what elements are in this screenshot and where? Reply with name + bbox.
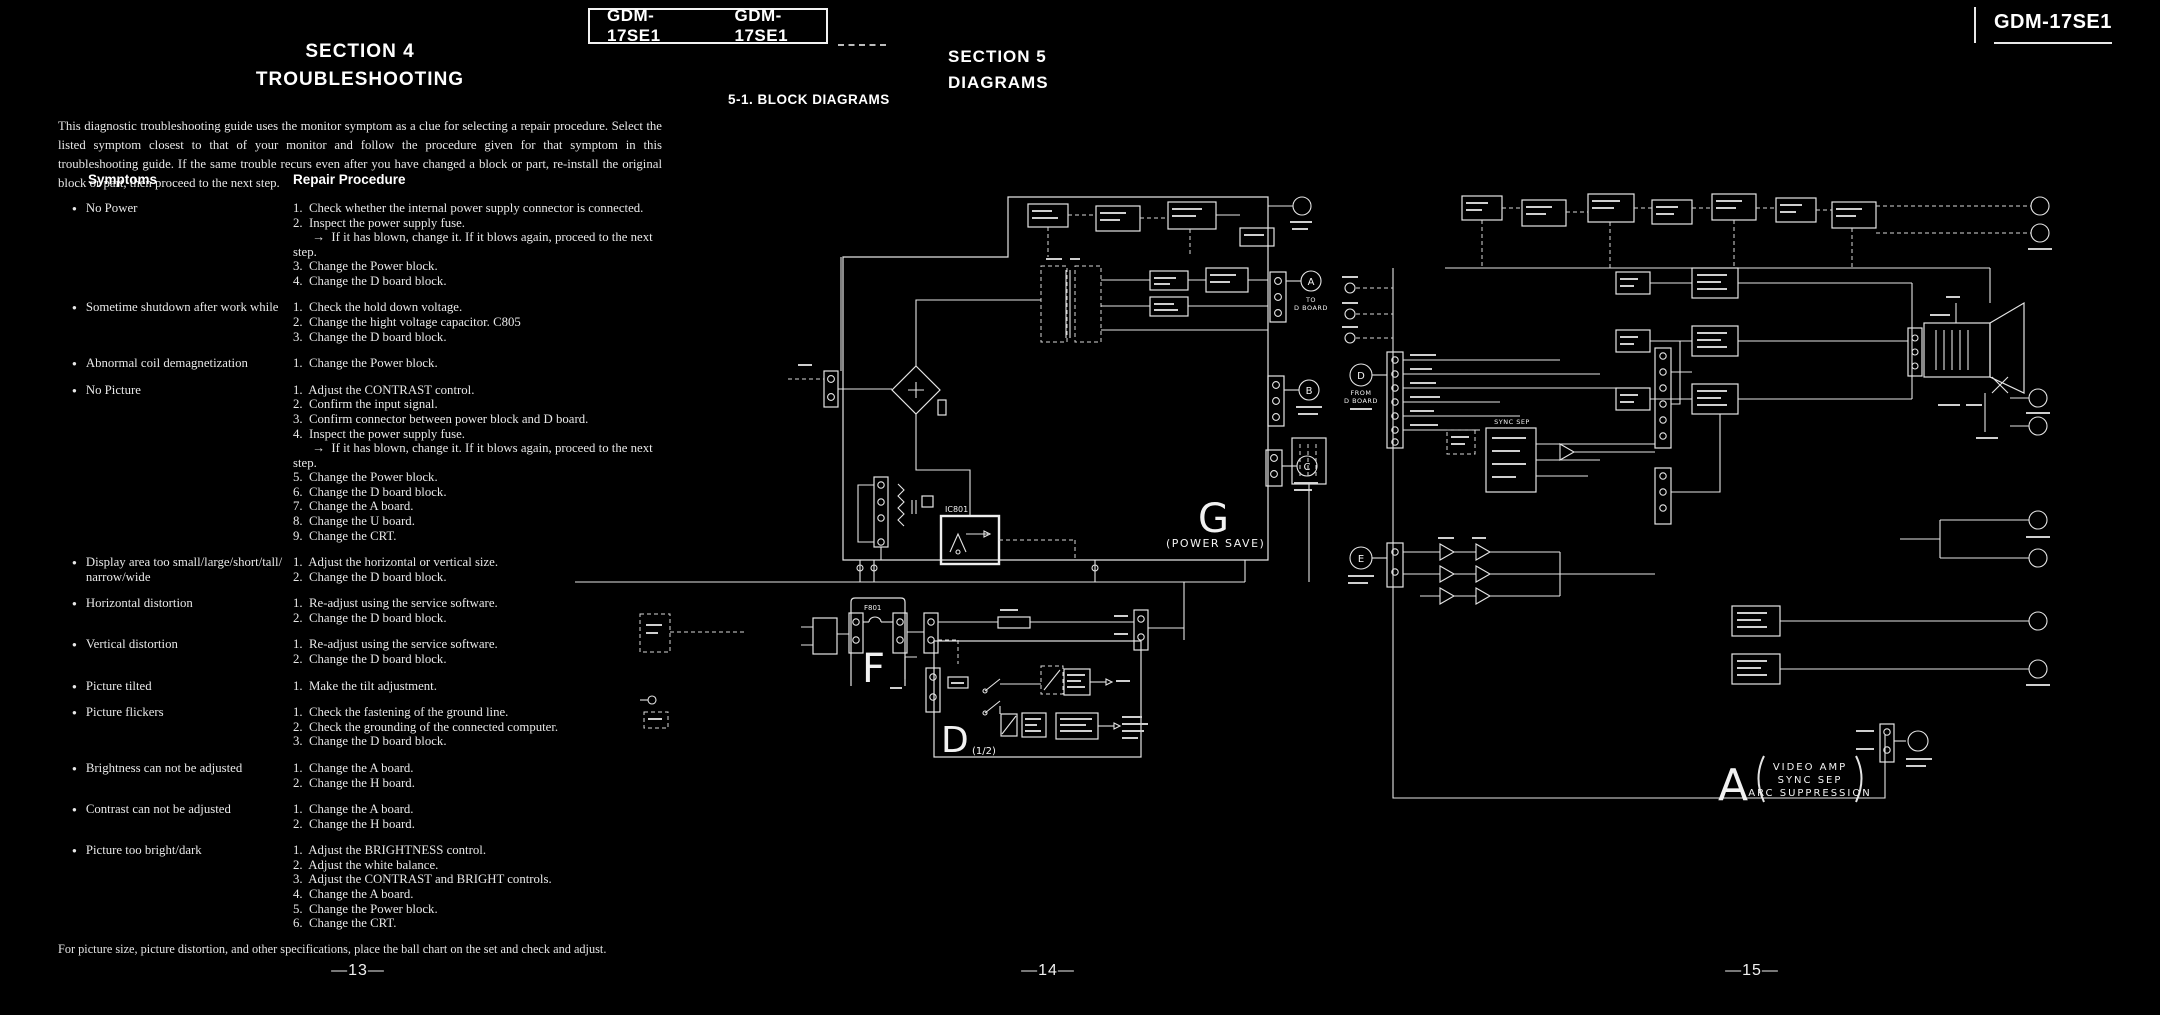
d-block-letter: D bbox=[941, 720, 969, 761]
corner-tick bbox=[1974, 7, 1976, 43]
section4-intro: This diagnostic troubleshooting guide us… bbox=[58, 118, 662, 191]
section4-footnote: For picture size, picture distortion, an… bbox=[58, 942, 607, 957]
symptom: Contrast can not be adjusted bbox=[85, 802, 231, 817]
connector-e: E bbox=[1358, 554, 1364, 565]
model-label: GDM-17SE1 bbox=[607, 6, 661, 45]
table-row: ● Sometime shutdown after work while 1. Ch… bbox=[72, 300, 678, 344]
bullet-icon: ● bbox=[72, 640, 77, 650]
a-block-caption-line2: SYNC SEP bbox=[1778, 775, 1843, 786]
table-row: ● Picture tilted 1. Make the tilt adjustme… bbox=[72, 679, 678, 694]
svg-text:D BOARD: D BOARD bbox=[1344, 397, 1378, 405]
bullet-icon: ● bbox=[72, 805, 77, 815]
repair-steps: 1. Adjust the CONTRAST control. 2. Confi… bbox=[293, 382, 653, 543]
bullet-icon: ● bbox=[72, 204, 77, 213]
symptom: Picture tilted bbox=[85, 678, 152, 693]
table-header: Symptoms Repair Procedure bbox=[72, 172, 678, 187]
symptom: Sometime shutdown after work while bbox=[85, 300, 279, 315]
symptom: Picture too bright/dark bbox=[85, 843, 202, 858]
g-block-caption: (POWER SAVE) bbox=[1166, 537, 1265, 550]
repair-steps: 1. Re-adjust using the service software.… bbox=[293, 637, 498, 667]
symptom: No Power bbox=[85, 201, 138, 215]
symptom: No Picture bbox=[85, 382, 141, 397]
corner-model-label: GDM-17SE1 bbox=[1994, 11, 2112, 33]
table-row: ● Brightness can not be adjusted 1. Change… bbox=[72, 761, 678, 790]
table-row: ● Horizontal distortion 1. Re-adjust using… bbox=[72, 596, 678, 625]
repair-steps: 1. Change the A board. 2. Change the H b… bbox=[293, 760, 415, 790]
symptom: Picture flickers bbox=[85, 705, 164, 720]
symptom: Display area too small/large/short/tall/… bbox=[85, 555, 283, 584]
bullet-icon: ● bbox=[72, 846, 77, 856]
table-row: ● No Power 1. Check whether the internal p… bbox=[72, 201, 678, 288]
section5-title: SECTION 5 DIAGRAMS bbox=[948, 47, 1049, 93]
repair-steps: 1. Check the hold down voltage. 2. Chang… bbox=[293, 300, 521, 344]
repair-steps: 1. Adjust the horizontal or vertical siz… bbox=[293, 555, 499, 584]
a-block-caption-line1: VIDEO AMP bbox=[1773, 762, 1847, 773]
repair-steps: 1. Check whether the internal power supp… bbox=[293, 201, 653, 288]
col-symptoms: Symptoms bbox=[88, 172, 158, 187]
repair-steps: 1. Check the fastening of the ground lin… bbox=[293, 705, 559, 749]
tab-dash-mark bbox=[838, 44, 886, 46]
a-block-caption-line3: ARC SUPPRESSION bbox=[1748, 788, 1871, 799]
page-number-15: —15— bbox=[1725, 962, 1779, 979]
section5-subsection: 5-1. BLOCK DIAGRAMS bbox=[728, 92, 890, 107]
symptom: Brightness can not be adjusted bbox=[85, 760, 243, 775]
bullet-icon: ● bbox=[72, 385, 77, 395]
svg-text:D BOARD: D BOARD bbox=[1294, 304, 1328, 312]
table-row: ● Display area too small/large/short/tall… bbox=[72, 555, 678, 584]
block-diagrams: IC801 G (POWER SAVE) A TO D BOARD B bbox=[575, 193, 2052, 811]
bullet-icon: ● bbox=[72, 558, 77, 568]
f-and-d-block-diagram: F801 F bbox=[639, 597, 1184, 761]
a-block-letter: A bbox=[1718, 760, 1748, 811]
table-row: ● No Picture 1. Adjust the CONTRAST contro… bbox=[72, 383, 678, 543]
section4-title: SECTION 4 TROUBLESHOOTING bbox=[255, 41, 465, 90]
symptom: Horizontal distortion bbox=[85, 596, 193, 611]
connector-b: B bbox=[1306, 386, 1313, 397]
bullet-icon: ● bbox=[72, 359, 77, 369]
ic801-label: IC801 bbox=[945, 505, 968, 514]
repair-steps: 1. Re-adjust using the service software.… bbox=[293, 596, 498, 625]
corner-underline bbox=[1994, 42, 2112, 44]
table-row: ● Vertical distortion 1. Re-adjust using t… bbox=[72, 637, 678, 666]
table-row: ● Picture too bright/dark 1. Adjust the BR… bbox=[72, 843, 678, 930]
model-label: GDM-17SE1 bbox=[734, 6, 789, 45]
sync-sep-label: SYNC SEP bbox=[1494, 418, 1530, 426]
page-number-14: —14— bbox=[1021, 962, 1075, 979]
d-block-suffix: (1/2) bbox=[972, 746, 996, 757]
table-row: ● Abnormal coil demagnetization 1. Change … bbox=[72, 356, 678, 371]
repair-steps: 1. Change the Power block. bbox=[293, 356, 438, 371]
bullet-icon: ● bbox=[72, 681, 77, 691]
connector-c: C bbox=[1304, 462, 1311, 473]
col-repair-procedure: Repair Procedure bbox=[293, 172, 406, 187]
power-block-g-diagram: IC801 G (POWER SAVE) A TO D BOARD B bbox=[575, 196, 1328, 640]
model-tab-box: GDM-17SE1 GDM-17SE1 bbox=[588, 6, 828, 45]
symptom: Abnormal coil demagnetization bbox=[85, 356, 248, 371]
bullet-icon: ● bbox=[72, 708, 77, 718]
repair-steps: 1. Make the tilt adjustment. bbox=[293, 678, 437, 693]
connector-a: A bbox=[1308, 277, 1315, 288]
page-number-13: —13— bbox=[331, 962, 385, 979]
connector-d: D bbox=[1357, 371, 1365, 382]
bullet-icon: ● bbox=[72, 303, 77, 313]
symptom: Vertical distortion bbox=[85, 637, 178, 652]
repair-steps: 1. Change the A board. 2. Change the H b… bbox=[293, 802, 415, 831]
table-row: ● Picture flickers 1. Check the fastening … bbox=[72, 705, 678, 749]
a-block-diagram: D FROM D BOARD SYNC SEP E bbox=[1342, 193, 2052, 811]
g-block-letter: G bbox=[1198, 496, 1229, 542]
troubleshooting-table: Symptoms Repair Procedure ● No Power 1. Ch… bbox=[72, 172, 678, 943]
connector-a-caption: TO bbox=[1305, 296, 1316, 304]
fuse-label: F801 bbox=[864, 604, 881, 612]
table-row: ● Contrast can not be adjusted 1. Change t… bbox=[72, 802, 678, 831]
bullet-icon: ● bbox=[72, 763, 77, 773]
connector-d-caption: FROM bbox=[1351, 389, 1372, 397]
repair-steps: 1. Adjust the BRIGHTNESS control. 2. Adj… bbox=[293, 843, 552, 931]
f-block-letter: F bbox=[862, 646, 885, 692]
bullet-icon: ● bbox=[72, 599, 77, 609]
